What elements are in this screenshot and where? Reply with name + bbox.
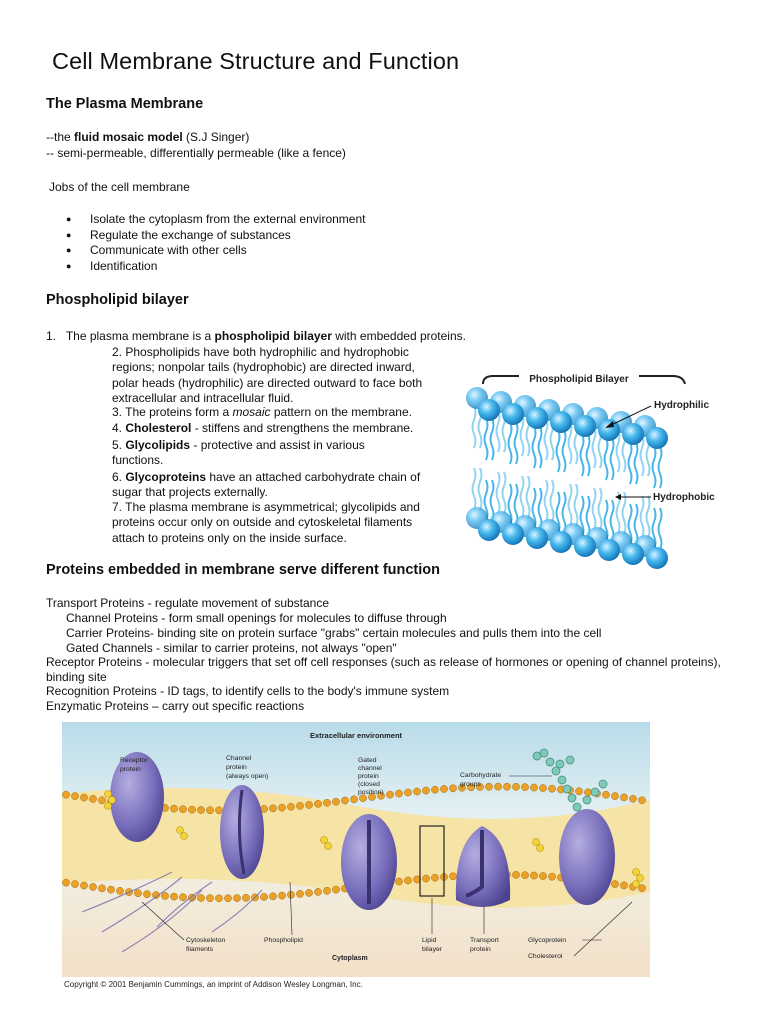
hydrophobic-label: Hydrophobic: [653, 492, 715, 503]
receptor-protein: [110, 752, 164, 842]
protein-line: Channel Proteins - form small openings f…: [66, 611, 447, 625]
bullet-icon: ●: [66, 214, 72, 224]
lipid-heads-top: [466, 387, 668, 449]
lipid-bilayer-box: [419, 825, 445, 897]
carbohydrate-groups: [532, 748, 608, 812]
protein-line: Transport Proteins - regulate movement o…: [46, 596, 330, 610]
phospholipid-label: Phospholipid: [264, 937, 303, 944]
fluid-mosaic-line: --the fluid mosaic model (S.J Singer): [46, 130, 250, 144]
protein-line: Gated Channels - similar to carrier prot…: [66, 641, 397, 655]
bilayer-item-1: 1. The plasma membrane is a phospholipid…: [46, 329, 466, 343]
bilayer-item-7: 7. The plasma membrane is asymmetrical; …: [112, 500, 420, 545]
lipid-heads-bottom: [466, 507, 668, 569]
jobs-heading: Jobs of the cell membrane: [49, 180, 190, 194]
glycoprotein: [559, 809, 615, 905]
protein-line: Receptor Proteins - molecular triggers t…: [46, 655, 721, 684]
job-item: Identification: [90, 259, 158, 273]
page-title: Cell Membrane Structure and Function: [52, 48, 460, 74]
cholesterol-molecules: [104, 790, 644, 888]
extracellular-label: Extracellular environment: [310, 731, 403, 740]
bullet-icon: ●: [66, 230, 72, 240]
glycoprotein-label: Glycoprotein: [528, 937, 566, 944]
job-item: Communicate with other cells: [90, 243, 247, 257]
cytoskeleton-filaments: [81, 871, 263, 953]
bilayer-item-5: 5. Glycolipids - protective and assist i…: [112, 438, 365, 468]
section-heading-plasma-membrane: The Plasma Membrane: [46, 96, 204, 112]
cholesterol-label: Cholesterol: [528, 953, 563, 960]
bilayer-item-2: 2. Phospholipids have both hydrophilic a…: [112, 345, 423, 405]
protein-line: Carrier Proteins- binding site on protei…: [66, 626, 602, 640]
copyright-text: Copyright © 2001 Benjamin Cummings, an i…: [64, 980, 363, 989]
job-item: Isolate the cytoplasm from the external …: [90, 212, 366, 226]
channel-protein: [220, 785, 264, 879]
hydrophilic-label: Hydrophilic: [654, 400, 709, 411]
cytoplasm-label: Cytoplasm: [332, 955, 368, 962]
phospholipid-bilayer-figure: Phospholipid Bilayer Hydrophilic Hydroph…: [466, 372, 715, 569]
bilayer-item-6: 6. Glycoproteins have an attached carboh…: [112, 470, 421, 500]
protein-line: Enzymatic Proteins – carry out specific …: [46, 699, 305, 713]
bullet-icon: ●: [66, 261, 72, 271]
bilayer-item-4: 4. Cholesterol - stiffens and strengthen…: [112, 421, 414, 435]
bullet-icon: ●: [66, 245, 72, 255]
bilayer-label: Phospholipid Bilayer: [529, 374, 629, 385]
bilayer-item-3: 3. The proteins form a mosaic pattern on…: [112, 405, 412, 419]
semi-permeable-line: -- semi-permeable, differentially permea…: [46, 146, 346, 160]
membrane-heads: [62, 782, 646, 903]
section-heading-phospholipid-bilayer: Phospholipid bilayer: [46, 292, 189, 308]
protein-line: Recognition Proteins - ID tags, to ident…: [46, 684, 450, 698]
job-item: Regulate the exchange of substances: [90, 228, 291, 242]
section-heading-proteins: Proteins embedded in membrane serve diff…: [46, 562, 440, 578]
hydrophilic-pointer: [608, 405, 652, 427]
